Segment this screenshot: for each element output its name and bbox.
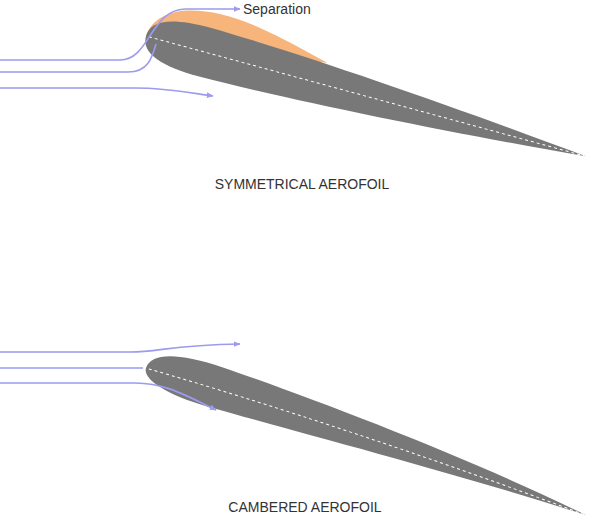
streamline bbox=[0, 88, 213, 96]
chord-line bbox=[149, 37, 584, 156]
symmetrical-aerofoil bbox=[139, 0, 590, 180]
streamline bbox=[0, 383, 216, 410]
annotation-label: Separation bbox=[243, 1, 311, 17]
aerofoil-body bbox=[139, 12, 590, 181]
aerofoil-body bbox=[141, 344, 590, 518]
cambered-aerofoil bbox=[141, 344, 590, 518]
figure-caption: SYMMETRICAL AEROFOIL bbox=[215, 176, 390, 192]
streamlines bbox=[0, 9, 240, 96]
figure-caption: CAMBERED AEROFOIL bbox=[228, 499, 381, 515]
streamlines bbox=[0, 344, 240, 410]
streamline bbox=[0, 367, 143, 369]
streamline bbox=[0, 9, 240, 60]
streamline bbox=[0, 344, 240, 352]
streamline bbox=[0, 44, 156, 72]
camber-line bbox=[149, 365, 586, 515]
